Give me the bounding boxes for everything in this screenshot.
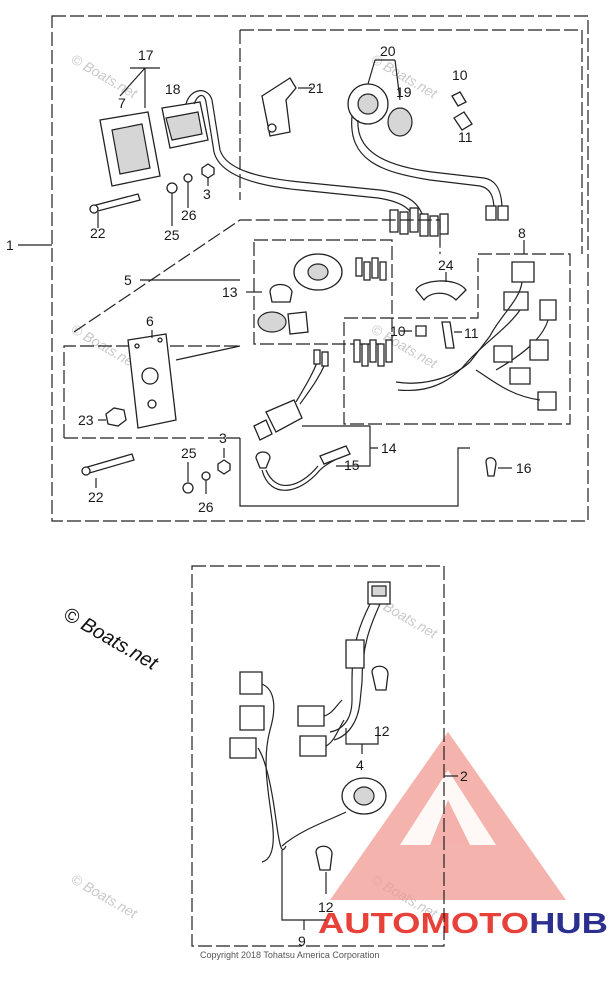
connector-bundle-top — [389, 207, 449, 237]
callout-23: 23 — [78, 412, 94, 428]
callout-4: 4 — [356, 757, 364, 773]
callout-12: 12 — [374, 723, 390, 739]
callout-5: 5 — [124, 272, 132, 288]
callout-25: 25 — [181, 445, 197, 461]
subframe-8 — [343, 253, 571, 425]
lower-assembly: 2 12 4 12 9 — [191, 565, 468, 949]
callout-10: 10 — [390, 323, 406, 339]
callout-16: 16 — [516, 460, 532, 476]
callout-3: 3 — [203, 186, 211, 202]
callout-22: 22 — [90, 225, 106, 241]
callout-11: 11 — [458, 129, 473, 145]
callout-24: 24 — [438, 257, 454, 273]
subframe-wiring — [240, 29, 583, 254]
callout-17: 17 — [138, 47, 154, 63]
callout-7: 7 — [118, 95, 126, 111]
callout-1: 1 — [6, 237, 14, 253]
brand-tag: © Boats.net — [60, 603, 163, 675]
callout-22: 22 — [88, 489, 104, 505]
callout-21: 21 — [308, 80, 324, 96]
callout-26: 26 — [198, 499, 214, 515]
callout-9: 9 — [298, 933, 306, 949]
logo-hub: HUB — [529, 908, 608, 940]
callout-18: 18 — [165, 81, 181, 97]
part-6-plate — [127, 333, 241, 429]
watermark-text: © Boats.net — [69, 871, 141, 922]
callout-10: 10 — [452, 67, 468, 83]
logo-moto: MOTO — [421, 908, 530, 940]
callout-15: 15 — [344, 457, 360, 473]
part-9-harness — [229, 581, 391, 871]
part-15-lanyard — [255, 445, 351, 491]
callout-25: 25 — [164, 227, 180, 243]
part-17-switch-box — [99, 90, 425, 223]
callout-8: 8 — [518, 225, 526, 241]
callout-14: 14 — [381, 440, 397, 456]
watermark-text: © Boats.net — [69, 51, 141, 102]
subframe-5 — [73, 219, 441, 333]
callout-2: 2 — [460, 768, 468, 784]
copyright-text: Copyright 2018 Tohatsu America Corporati… — [200, 950, 379, 960]
callout-26: 26 — [181, 207, 197, 223]
callout-11: 11 — [464, 325, 479, 341]
callout-13: 13 — [222, 284, 238, 300]
callout-20: 20 — [380, 43, 396, 59]
upper-assembly: 17 7 18 22 3 26 25 21 20 19 10 1 — [6, 15, 589, 522]
part-14-stop-switch — [253, 349, 329, 441]
callout-3: 3 — [219, 430, 227, 446]
callout-12: 12 — [318, 899, 334, 915]
part-13-key-switch — [257, 253, 387, 335]
callout-19: 19 — [396, 84, 412, 100]
part-8-harness — [353, 261, 557, 411]
frame-2 — [191, 565, 445, 947]
logo-auto: AUTO — [318, 908, 421, 940]
callout-6: 6 — [146, 313, 154, 329]
